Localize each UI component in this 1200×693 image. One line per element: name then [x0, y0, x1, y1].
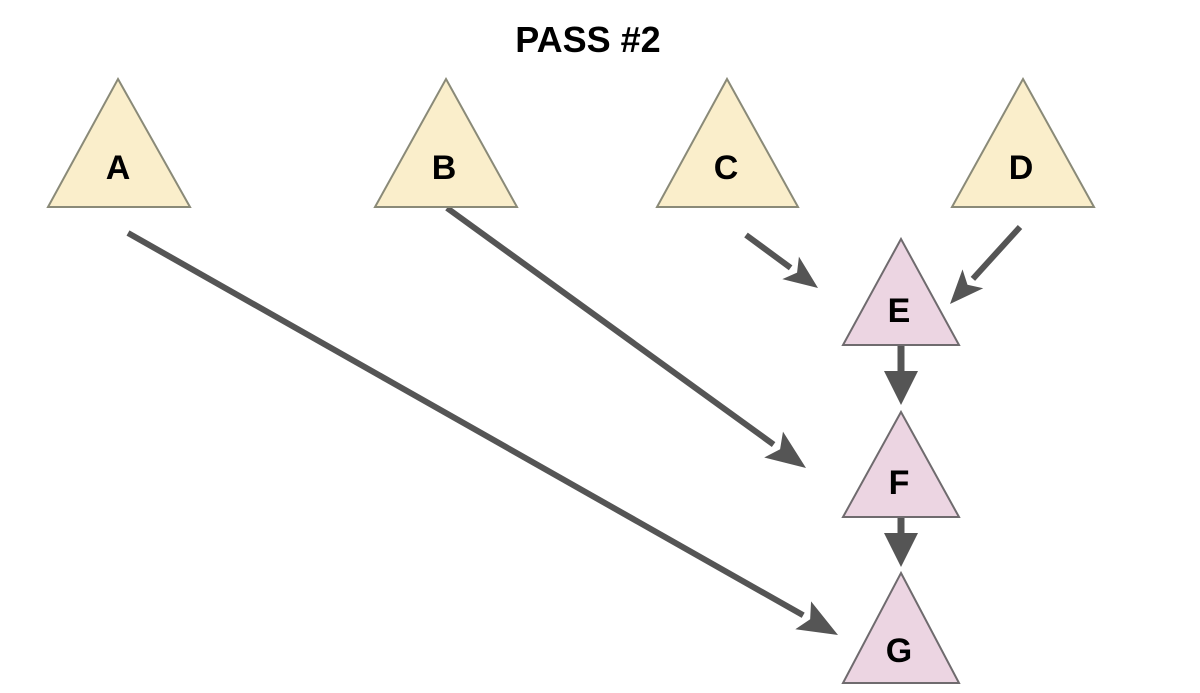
triangle-shape — [841, 570, 961, 684]
edge-line — [445, 205, 776, 447]
edge-f-g — [884, 517, 918, 567]
arrowhead-icon — [884, 533, 918, 567]
edges-layer — [126, 205, 1023, 635]
edge-a-g — [126, 230, 838, 635]
arrowhead-icon — [884, 371, 918, 405]
arrowhead-icon — [782, 256, 818, 288]
node-label: D — [1009, 149, 1034, 187]
node-g[interactable]: G — [841, 570, 961, 684]
edge-b-f — [445, 205, 806, 468]
arrowhead-icon — [950, 269, 984, 304]
node-e[interactable]: E — [841, 236, 961, 346]
node-label: F — [889, 464, 910, 502]
arrowhead-icon — [764, 431, 806, 468]
edge-line — [970, 224, 1023, 281]
node-label: E — [888, 292, 911, 330]
node-label: B — [432, 149, 457, 187]
nodes-layer: A B C D E F G — [46, 76, 1096, 684]
node-label: G — [886, 632, 912, 670]
node-a[interactable]: A — [46, 76, 192, 208]
edge-line — [126, 230, 805, 618]
triangle-shape — [841, 409, 961, 518]
node-c[interactable]: C — [655, 76, 800, 208]
page-title: PASS #2 — [515, 19, 660, 60]
edge-e-f — [884, 345, 918, 405]
arrowhead-icon — [795, 601, 838, 635]
edge-line — [744, 232, 793, 271]
node-d[interactable]: D — [950, 76, 1096, 208]
edge-c-e — [744, 232, 818, 288]
triangle-shape — [655, 76, 800, 208]
node-f[interactable]: F — [841, 409, 961, 518]
edge-d-e — [950, 224, 1023, 304]
node-label: C — [714, 149, 739, 187]
triangle-shape — [841, 236, 961, 346]
node-b[interactable]: B — [373, 76, 519, 208]
triangle-shape — [950, 76, 1096, 208]
node-label: A — [106, 149, 131, 187]
triangle-shape — [46, 76, 192, 208]
triangle-shape — [373, 76, 519, 208]
